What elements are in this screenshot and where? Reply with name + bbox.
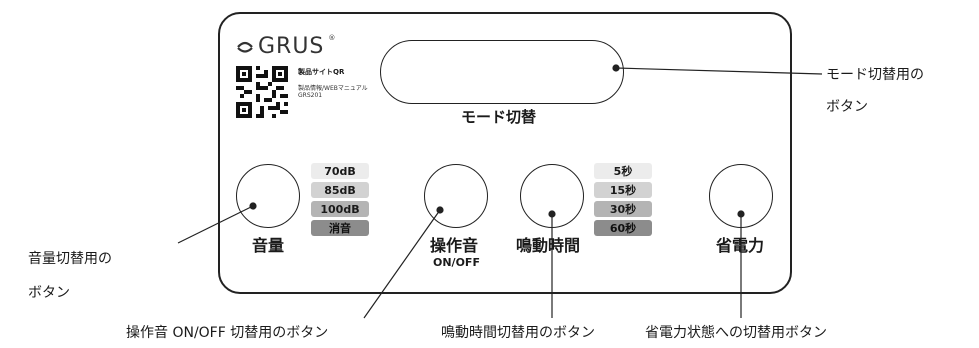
registered-mark: ® bbox=[328, 33, 336, 42]
volume-callout-line1: 音量切替用の bbox=[28, 251, 112, 267]
ring-time-duration-tag: 15秒 bbox=[594, 182, 652, 198]
volume-label: 音量 bbox=[252, 236, 285, 255]
operation-sound-leader-dot bbox=[436, 206, 444, 214]
volume-leader-dot bbox=[249, 202, 257, 210]
power-save-label: 省電力 bbox=[716, 236, 765, 255]
ring-time-duration-tag: 60秒 bbox=[594, 220, 652, 236]
mode-leader-line bbox=[615, 67, 823, 75]
mode-switch-button[interactable] bbox=[380, 40, 624, 104]
mode-switch-label: モード切替 bbox=[461, 108, 537, 126]
mode-callout-line1: モード切替用の bbox=[826, 67, 924, 83]
model-number: GRS201 bbox=[298, 92, 323, 99]
volume-level-tag: 消音 bbox=[311, 220, 369, 236]
ring-time-duration-tag: 30秒 bbox=[594, 201, 652, 217]
power-save-leader-dot bbox=[737, 210, 745, 218]
ring-time-duration-tag: 5秒 bbox=[594, 163, 652, 179]
brand-name: GRUS bbox=[258, 34, 325, 59]
device-panel bbox=[218, 12, 792, 294]
mode-leader-dot bbox=[612, 64, 620, 72]
volume-leader-line bbox=[177, 205, 254, 244]
ring-time-leader-dot bbox=[548, 210, 556, 218]
logo-mark-icon bbox=[237, 41, 253, 53]
operation-sound-callout: 操作音 ON/OFF 切替用のボタン bbox=[126, 325, 329, 341]
ring-time-callout: 鳴動時間切替用のボタン bbox=[441, 325, 595, 341]
operation-sound-sublabel: ON/OFF bbox=[433, 256, 480, 269]
volume-level-tag: 70dB bbox=[311, 163, 369, 179]
qr-code-icon bbox=[236, 66, 288, 118]
operation-sound-label: 操作音 bbox=[430, 236, 479, 255]
mode-callout-line2: ボタン bbox=[826, 99, 868, 115]
volume-level-tag: 100dB bbox=[311, 201, 369, 217]
brand-logo: GRUS ® bbox=[236, 34, 335, 59]
qr-title: 製品サイトQR bbox=[298, 68, 345, 76]
ring-time-label: 鳴動時間 bbox=[516, 236, 581, 255]
operation-sound-leader-line bbox=[363, 209, 441, 319]
power-save-callout: 省電力状態への切替用ボタン bbox=[645, 325, 827, 341]
qr-subtitle: 製品情報/WEBマニュアル bbox=[298, 85, 368, 92]
volume-button[interactable] bbox=[236, 164, 300, 228]
volume-level-tag: 85dB bbox=[311, 182, 369, 198]
volume-callout-line2: ボタン bbox=[28, 285, 70, 301]
